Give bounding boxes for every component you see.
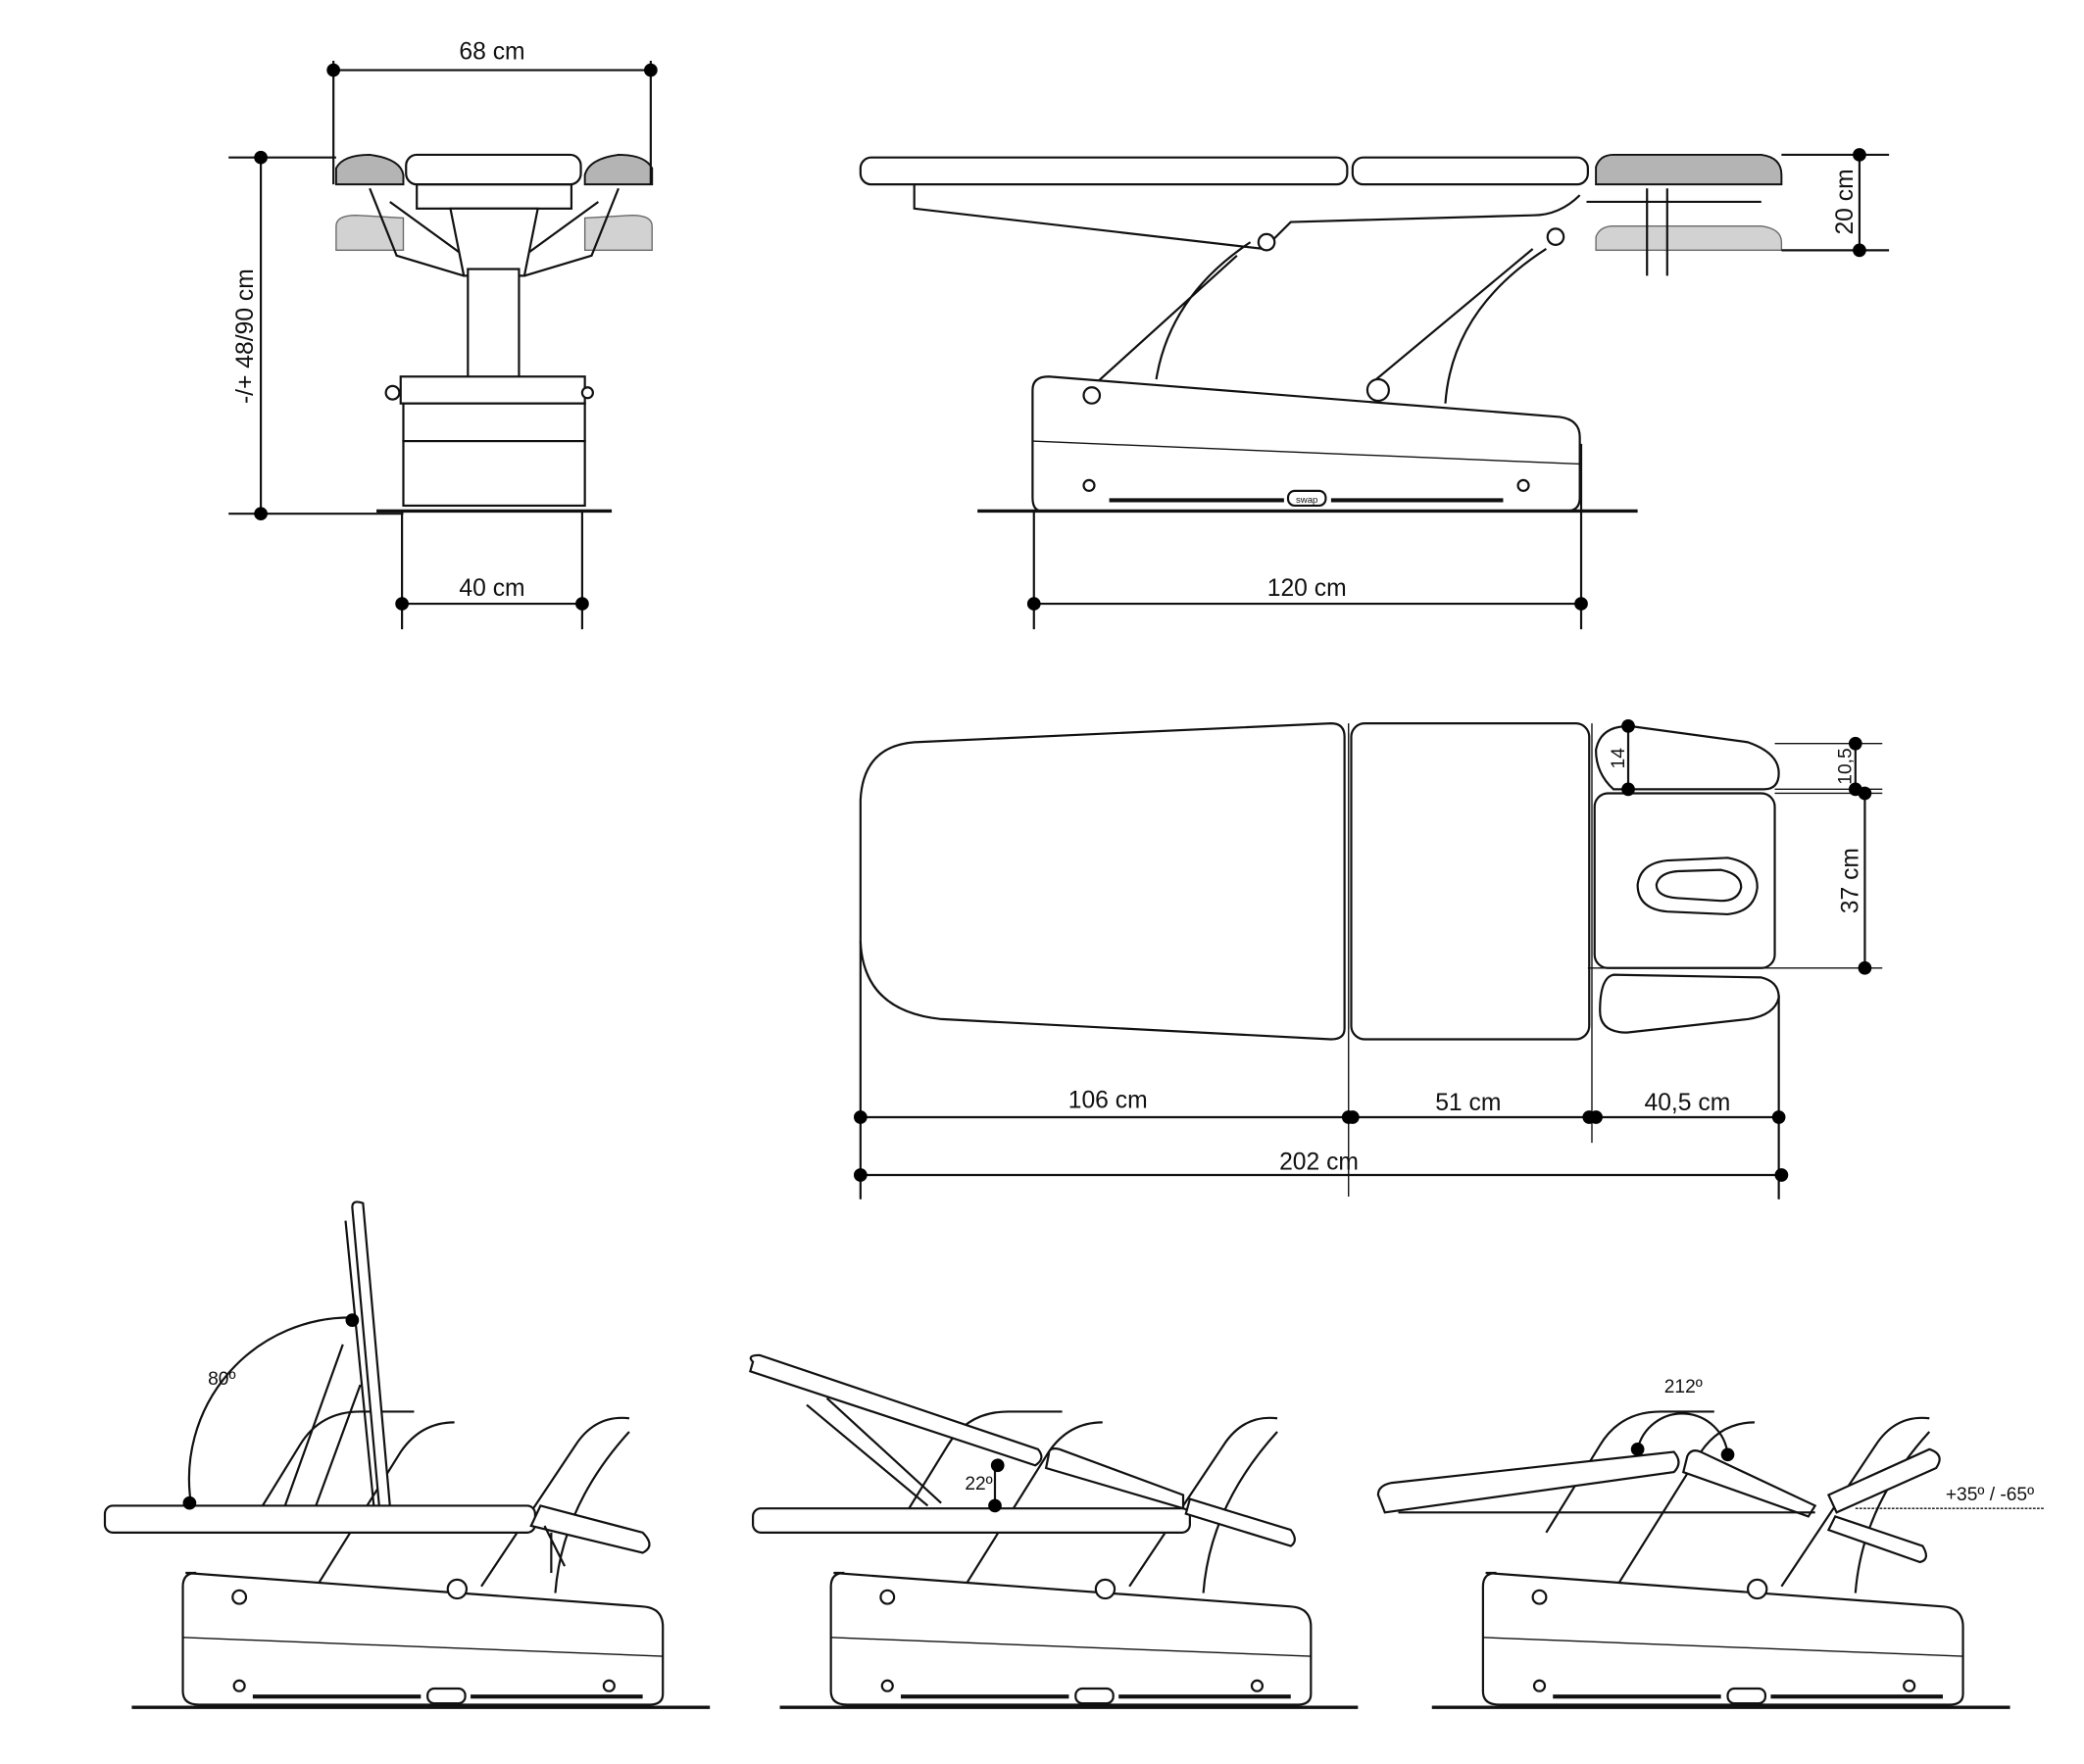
front-view: 68 cm -/+ 48/90 cm 40 cm <box>228 39 658 630</box>
position-incline: 22º <box>749 1353 1358 1707</box>
section3-length-label: 40,5 cm <box>1644 1090 1730 1116</box>
height-range-label: -/+ 48/90 cm <box>232 269 259 404</box>
position-apex: 212º +35º / -65º <box>1376 1377 2044 1707</box>
top-view: 106 cm 51 cm 40,5 cm 202 cm 37 cm 14 10,… <box>853 719 1883 1200</box>
head-width-label: 37 cm <box>1838 848 1864 913</box>
section1-length-label: 106 cm <box>1068 1087 1148 1113</box>
section2-length-label: 51 cm <box>1435 1090 1501 1116</box>
headrest-drop-label: 20 cm <box>1832 169 1859 234</box>
apex-angle-label: 212º <box>1664 1377 1703 1397</box>
front-width-label: 68 cm <box>459 39 524 66</box>
position-backrest-up: 80º <box>103 1200 710 1707</box>
headrest-tilt-label: +35º / -65º <box>1946 1485 2034 1505</box>
backrest-angle-label: 80º <box>208 1369 235 1390</box>
base-width-label: 40 cm <box>459 575 524 602</box>
armrest-width-label: 14 <box>1609 748 1629 769</box>
side-view: swap 120 cm 20 cm <box>859 148 1890 630</box>
brand-logo: swap <box>1296 495 1317 506</box>
incline-angle-label: 22º <box>965 1474 992 1494</box>
armrest-offset-label: 10,5 <box>1836 748 1857 784</box>
total-length-label: 202 cm <box>1279 1150 1359 1176</box>
base-length-label: 120 cm <box>1267 575 1347 602</box>
